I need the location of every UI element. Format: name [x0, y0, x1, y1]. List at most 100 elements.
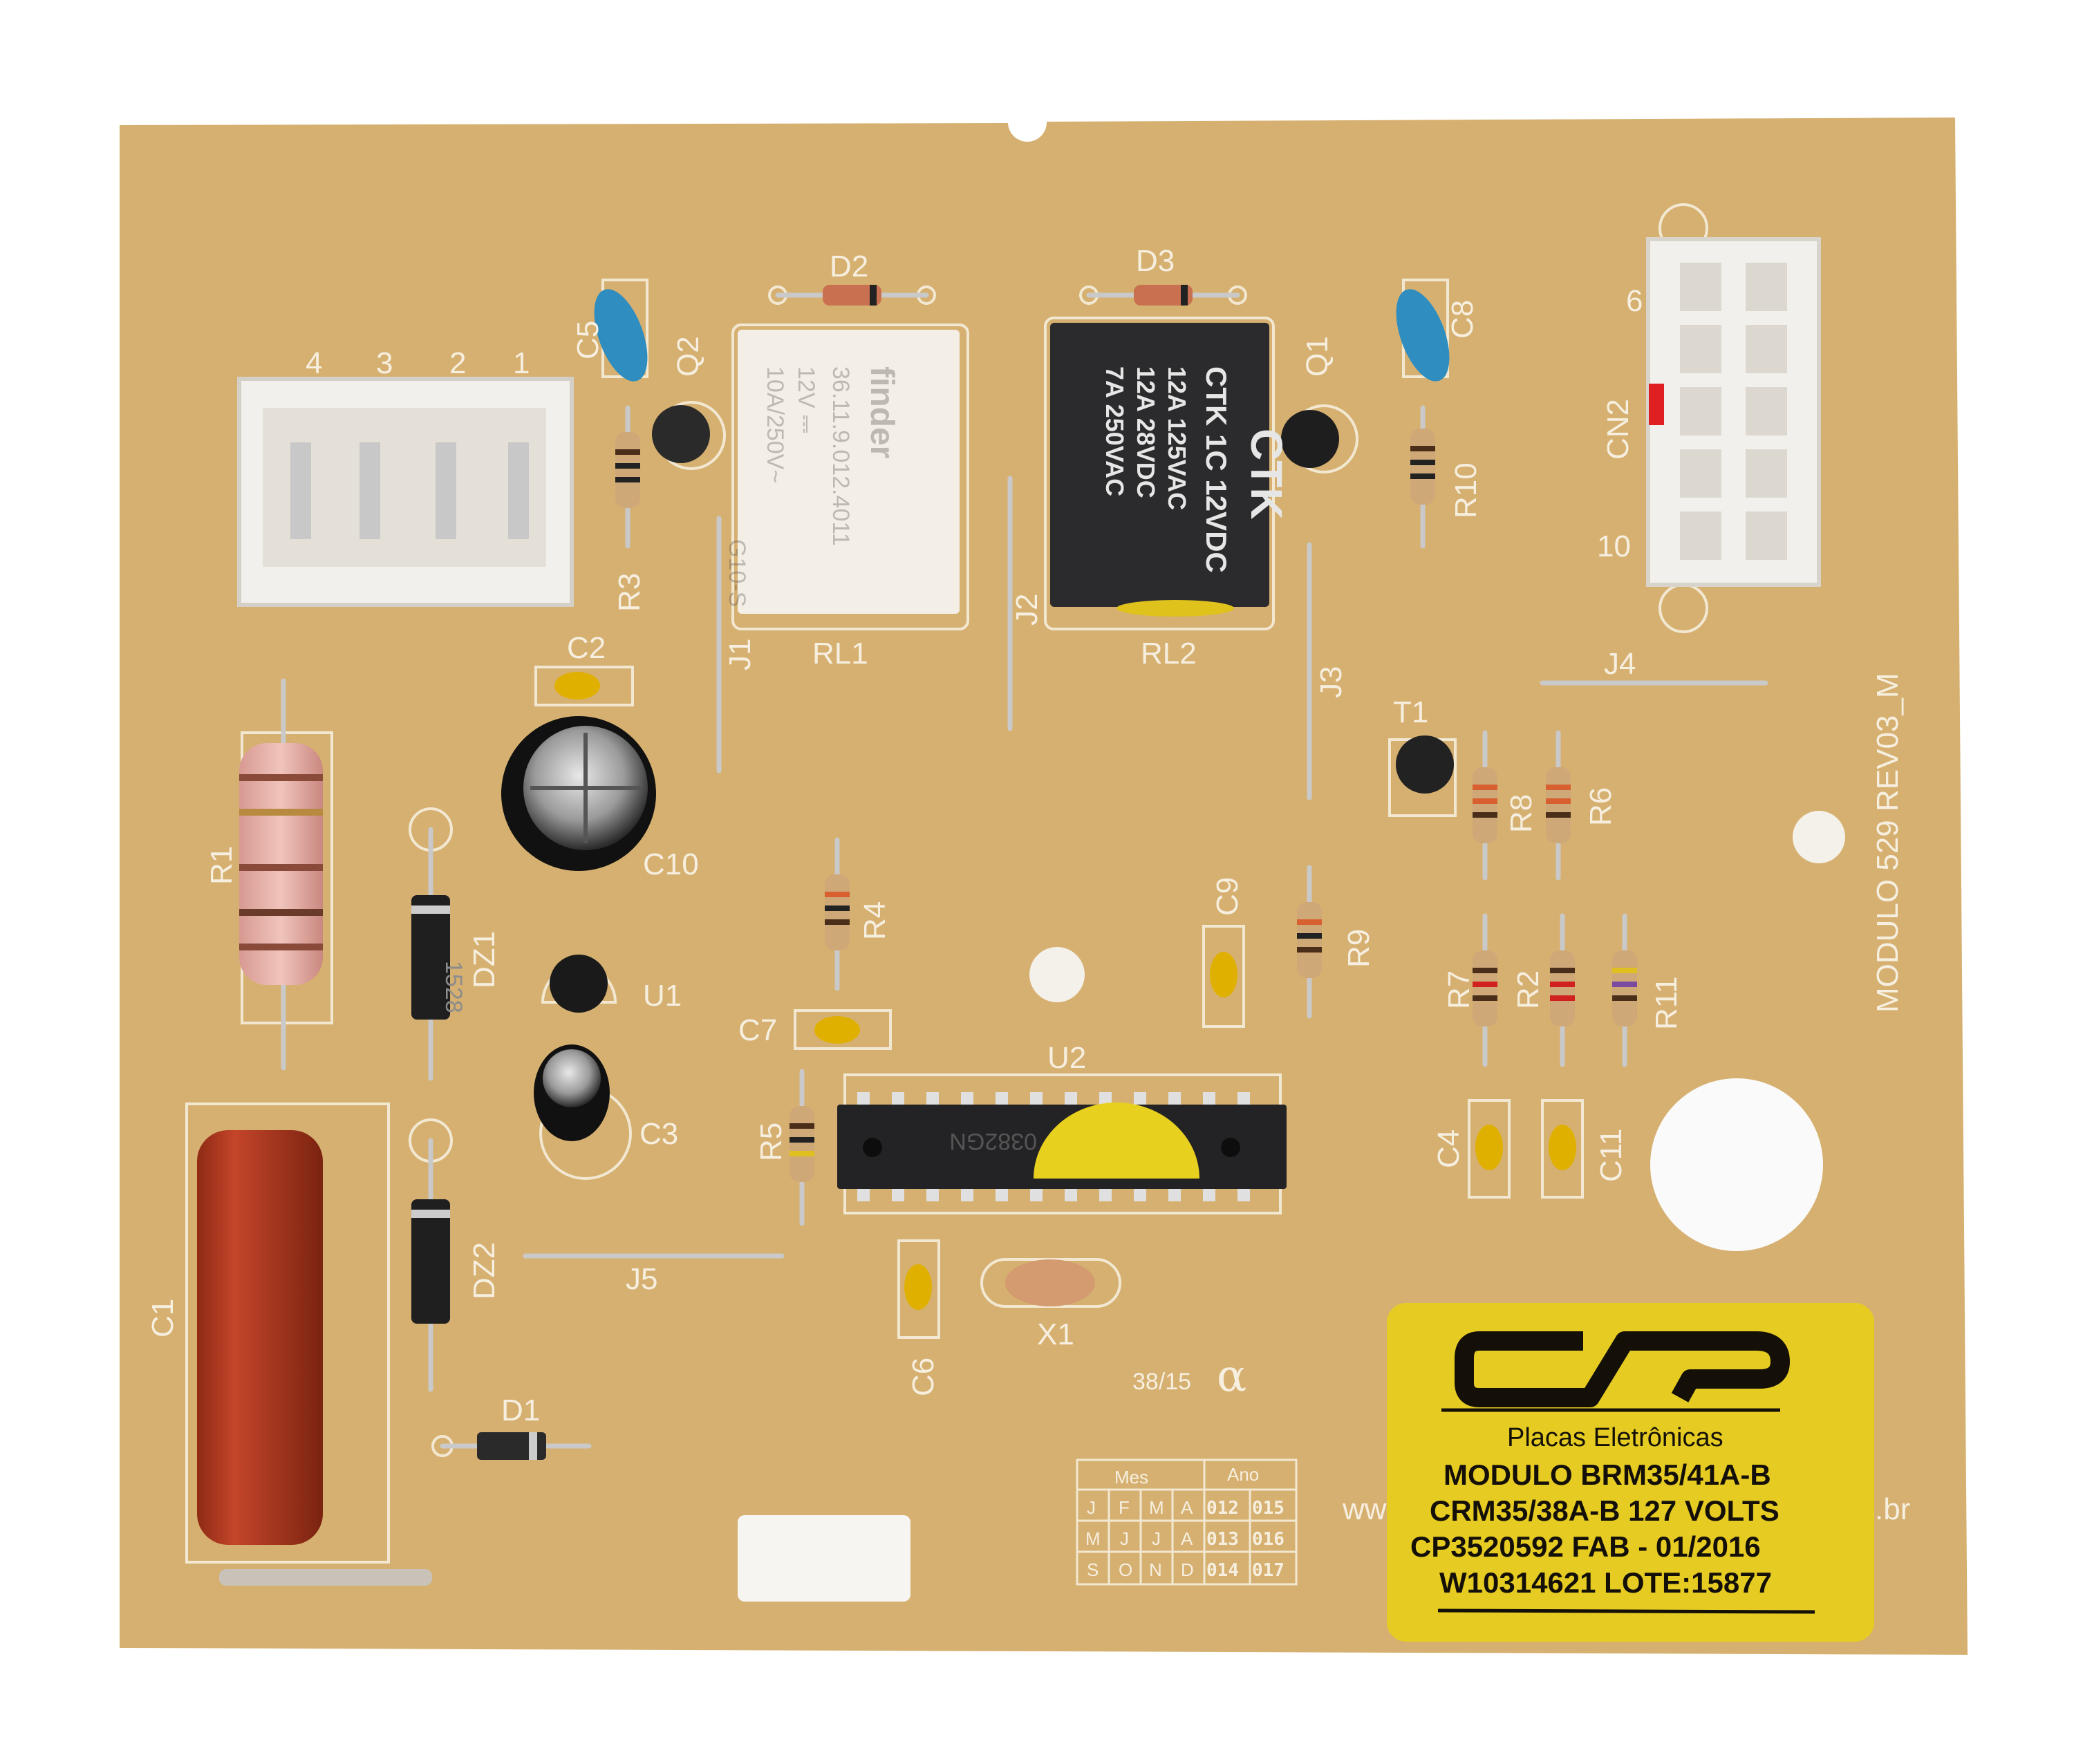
capacitor-c6: [904, 1264, 932, 1310]
label-d3: D3: [1136, 244, 1175, 278]
resistor-r2: [1550, 913, 1575, 1067]
label-rl1: RL1: [812, 637, 868, 670]
zener-marking: 1528: [440, 961, 467, 1013]
svg-text:D: D: [1181, 1559, 1194, 1580]
label-j1: J1: [723, 639, 757, 670]
zener-dz1: [409, 807, 453, 1081]
cn2-pin-10: 10: [1597, 529, 1631, 563]
capacitor-c8: [1396, 289, 1450, 382]
capacitor-c1: [197, 1130, 323, 1545]
mounting-hole: [1793, 811, 1845, 863]
svg-text:J: J: [1087, 1497, 1096, 1518]
relay2-line2: 12A 125VAC: [1163, 366, 1191, 510]
edge-marking: [219, 1569, 432, 1586]
connector-cn2[interactable]: [1646, 203, 1821, 633]
svg-text:015: 015: [1252, 1498, 1284, 1519]
label-d2: D2: [830, 250, 868, 283]
capacitor-c2: [554, 672, 600, 700]
label-c2: C2: [567, 631, 606, 665]
label-u2: U2: [1047, 1041, 1086, 1075]
label-c11: C11: [1594, 1129, 1628, 1182]
label-r8: R8: [1504, 794, 1538, 833]
relay1-rating: 10A/250V~: [762, 366, 788, 483]
label-company: Placas Eletrônicas: [1507, 1423, 1723, 1452]
url-right: .br: [1875, 1492, 1910, 1526]
resistor-r5: [790, 1069, 814, 1226]
board-revision-text: MODULO 529 REV03_M: [1871, 673, 1905, 1013]
transistor-u1: [550, 955, 608, 1013]
transistor-q1: [1281, 410, 1339, 468]
relay2-line1: CTK 1C 12VDC: [1200, 366, 1233, 573]
url-left: ww: [1342, 1492, 1387, 1526]
label-r11: R11: [1650, 977, 1683, 1030]
pin-label-2: 2: [449, 346, 466, 380]
label-c1: C1: [146, 1299, 180, 1338]
label-line3: CP3520592 FAB - 01/2016: [1410, 1530, 1761, 1563]
label-t1: T1: [1393, 695, 1428, 729]
capacitor-c7: [814, 1016, 860, 1044]
label-r4: R4: [858, 901, 892, 940]
label-r10: R10: [1449, 462, 1483, 518]
relay2-brand: CTK: [1242, 429, 1291, 520]
label-c3: C3: [639, 1117, 678, 1151]
pin-label-4: 4: [306, 346, 322, 380]
label-u1: U1: [643, 979, 682, 1013]
label-c7: C7: [738, 1013, 777, 1047]
label-c6: C6: [906, 1358, 940, 1396]
label-c8: C8: [1446, 300, 1479, 339]
pin-label-1: 1: [513, 346, 530, 380]
svg-text:014: 014: [1206, 1560, 1239, 1581]
resonator-x1: [1005, 1259, 1095, 1306]
label-q1: Q1: [1300, 336, 1334, 377]
relay1-coil: 12V ⎓: [793, 366, 819, 433]
capacitor-c5: [594, 289, 648, 382]
label-j5: J5: [626, 1262, 657, 1296]
label-r7: R7: [1442, 970, 1476, 1009]
label-line4: W10314621 LOTE:15877: [1439, 1566, 1772, 1599]
resistor-r4: [825, 837, 850, 991]
label-c9: C9: [1211, 877, 1244, 916]
ic-u2: [837, 1092, 1287, 1201]
connector-4pin[interactable]: [237, 377, 574, 607]
pin-label-3: 3: [376, 346, 393, 380]
relay1-part: 36.11.9.012.4011: [828, 366, 854, 546]
capacitor-c9: [1210, 952, 1237, 997]
svg-text:012: 012: [1206, 1498, 1239, 1519]
label-d1: D1: [501, 1394, 540, 1427]
label-r9: R9: [1342, 929, 1376, 968]
white-sticker-dot: [1650, 1078, 1823, 1251]
capacitor-c4: [1475, 1125, 1503, 1170]
diode-d2: [768, 285, 936, 306]
product-label: Placas Eletrônicas MODULO BRM35/41A-B CR…: [1387, 1303, 1874, 1642]
relay1-code: G10-S: [724, 539, 750, 607]
diode-d3: [1079, 285, 1247, 306]
board-slot: [738, 1515, 910, 1602]
relay1-brand: finder: [863, 366, 900, 458]
label-j2: J2: [1010, 594, 1044, 626]
transistor-t1: [1396, 735, 1454, 794]
relay2-line3: 12A 28VDC: [1132, 366, 1160, 498]
svg-text:J: J: [1152, 1528, 1161, 1549]
label-q2: Q2: [671, 336, 705, 377]
svg-text:A: A: [1181, 1528, 1193, 1549]
resistor-r10: [1410, 405, 1435, 549]
svg-text:Mes: Mes: [1114, 1467, 1148, 1488]
label-line1: MODULO BRM35/41A-B: [1444, 1458, 1771, 1491]
svg-text:F: F: [1119, 1497, 1130, 1518]
svg-text:O: O: [1119, 1559, 1132, 1580]
svg-text:S: S: [1087, 1559, 1099, 1580]
diode-d1: [431, 1432, 592, 1460]
label-c10: C10: [643, 847, 699, 881]
label-j3: J3: [1314, 666, 1348, 698]
svg-text:Ano: Ano: [1227, 1464, 1259, 1485]
alpha-mark: α: [1217, 1351, 1246, 1402]
label-dz2: DZ2: [467, 1242, 501, 1299]
resistor-r7: [1473, 913, 1497, 1067]
cn2-pin-6: 6: [1626, 284, 1643, 318]
svg-text:M: M: [1149, 1497, 1164, 1518]
svg-text:017: 017: [1252, 1560, 1284, 1581]
label-dz1: DZ1: [467, 931, 501, 988]
label-c4: C4: [1432, 1129, 1466, 1168]
